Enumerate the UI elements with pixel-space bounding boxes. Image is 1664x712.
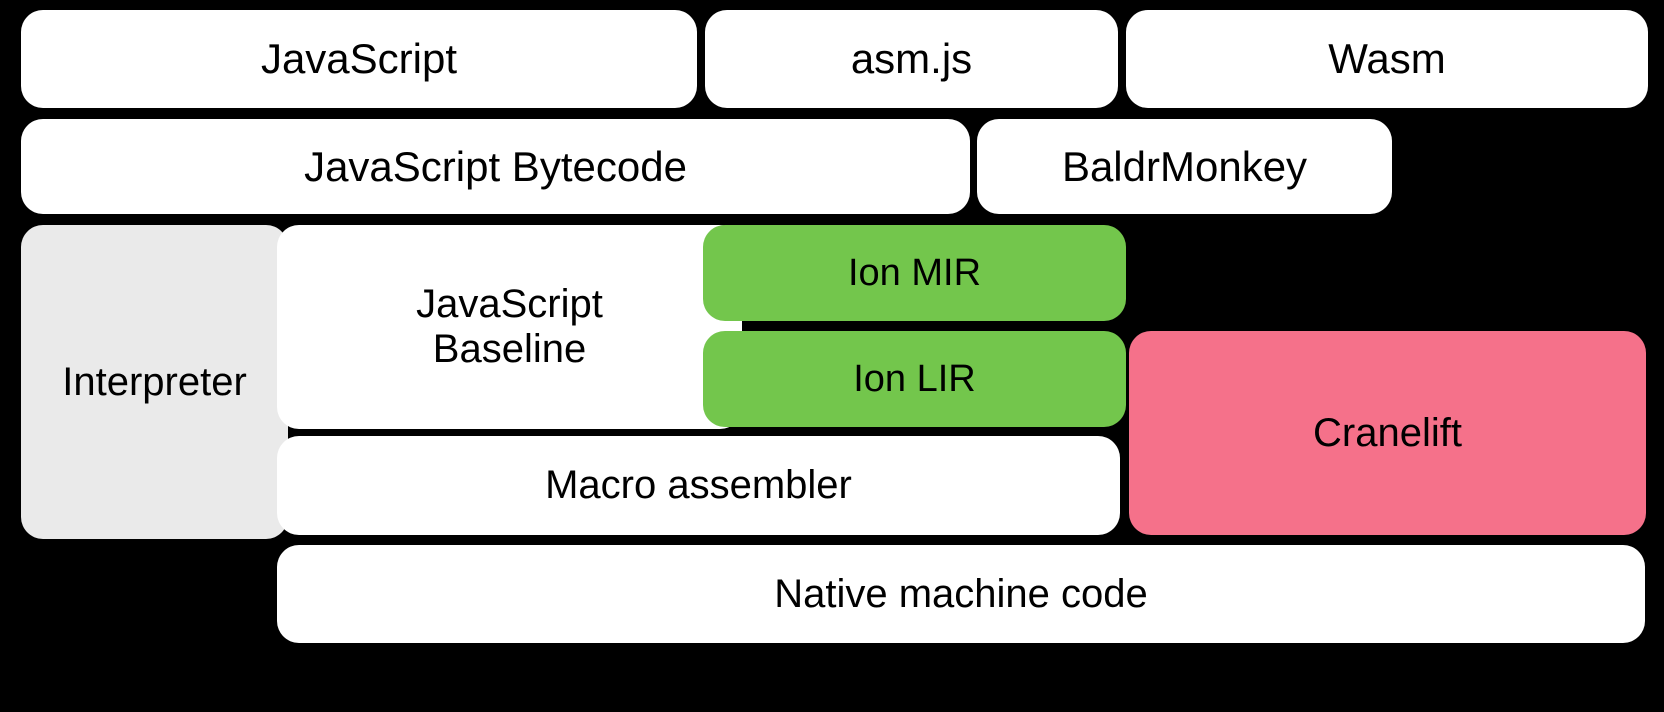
node-label: JavaScript Baseline (416, 282, 603, 371)
node-cranelift: Cranelift (1129, 331, 1646, 535)
node-label: Ion LIR (853, 357, 976, 400)
node-label: JavaScript (260, 35, 458, 83)
node-ion-lir: Ion LIR (703, 331, 1126, 427)
node-label: asm.js (850, 35, 973, 83)
node-label: JavaScript Bytecode (304, 142, 687, 190)
node-label: Cranelift (1313, 410, 1462, 455)
node-native-machine-code: Native machine code (277, 545, 1645, 643)
node-baldrmonkey: BaldrMonkey (977, 119, 1392, 214)
node-wasm: Wasm (1126, 10, 1648, 108)
node-asmjs: asm.js (705, 10, 1118, 108)
node-javascript: JavaScript (21, 10, 697, 108)
node-ion-mir: Ion MIR (703, 225, 1126, 321)
node-interpreter: Interpreter (21, 225, 288, 539)
node-label: Interpreter (62, 359, 247, 404)
node-macro-assembler: Macro assembler (277, 436, 1120, 535)
node-label: BaldrMonkey (1061, 142, 1308, 190)
node-javascript-baseline: JavaScript Baseline (277, 225, 742, 429)
node-label: Native machine code (774, 571, 1148, 616)
node-label: Wasm (1328, 35, 1446, 83)
node-label: Ion MIR (847, 251, 982, 294)
node-javascript-bytecode: JavaScript Bytecode (21, 119, 970, 214)
node-label: Macro assembler (545, 463, 852, 508)
